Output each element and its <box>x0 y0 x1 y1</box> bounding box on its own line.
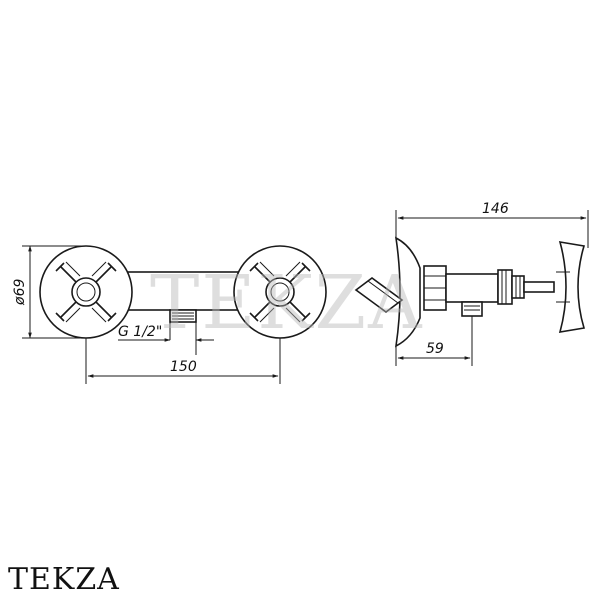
watermark-text: TEKZA <box>150 260 424 346</box>
hex-nut <box>423 265 447 311</box>
side-view: 146 59 <box>354 201 589 366</box>
dimension-depth: 146 <box>395 201 589 248</box>
front-view: ø69 G 1/2" 150 <box>12 245 327 384</box>
wall-rosette <box>394 236 421 348</box>
diameter-label: ø69 <box>12 279 28 306</box>
left-handle <box>39 245 133 339</box>
spindle <box>497 269 555 305</box>
dimension-center-distance: 150 <box>85 338 281 384</box>
outlet-nipple <box>169 309 197 323</box>
center-distance-label: 150 <box>170 359 197 375</box>
depth-label: 146 <box>482 201 509 217</box>
brand-logo-text: TEKZA <box>8 562 120 597</box>
offset-label: 59 <box>426 341 444 357</box>
cross-handle <box>558 241 586 333</box>
dimension-diameter: ø69 <box>12 245 86 339</box>
valve-body <box>445 273 499 303</box>
thread-label: G 1/2" <box>118 324 162 340</box>
eccentric-connector <box>354 277 404 313</box>
dimension-thread: G 1/2" <box>118 322 214 355</box>
side-outlet <box>461 301 483 317</box>
right-handle <box>233 245 327 339</box>
dimension-outlet-offset: 59 <box>395 316 473 366</box>
